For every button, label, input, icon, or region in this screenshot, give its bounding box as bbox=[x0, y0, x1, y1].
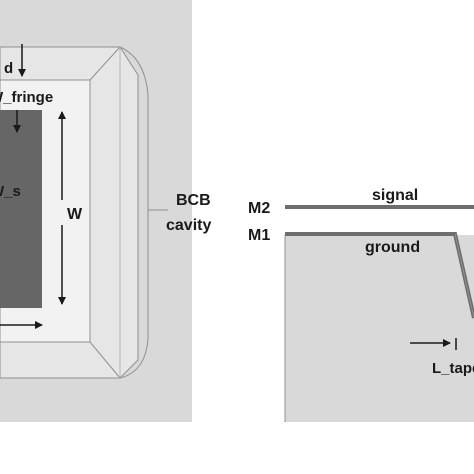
left-top-view: d W_fringe W_s W bbox=[0, 0, 192, 422]
label-l-taper: L_taper bbox=[432, 360, 474, 377]
label-bcb: BCB bbox=[176, 192, 211, 209]
bevel-line-top bbox=[89, 46, 121, 81]
bcb-callout: BCB cavity bbox=[148, 192, 211, 234]
right-substrate-area bbox=[285, 235, 474, 422]
label-w: W bbox=[67, 206, 83, 223]
bevel-line-bottom bbox=[89, 341, 121, 379]
signal-conductor bbox=[0, 110, 42, 308]
label-m1: M1 bbox=[248, 227, 270, 244]
label-cavity: cavity bbox=[166, 217, 211, 234]
label-m2: M2 bbox=[248, 200, 270, 217]
label-d: d bbox=[4, 60, 13, 77]
label-w-fringe: W_fringe bbox=[0, 89, 53, 106]
right-cross-section: M2 M1 signal ground L_taper bbox=[248, 187, 474, 422]
label-ground: ground bbox=[365, 239, 420, 256]
cavity-outline bbox=[119, 46, 149, 379]
taper-edge bbox=[454, 233, 474, 319]
label-signal: signal bbox=[372, 187, 418, 204]
label-w-s: W_s bbox=[0, 183, 21, 200]
